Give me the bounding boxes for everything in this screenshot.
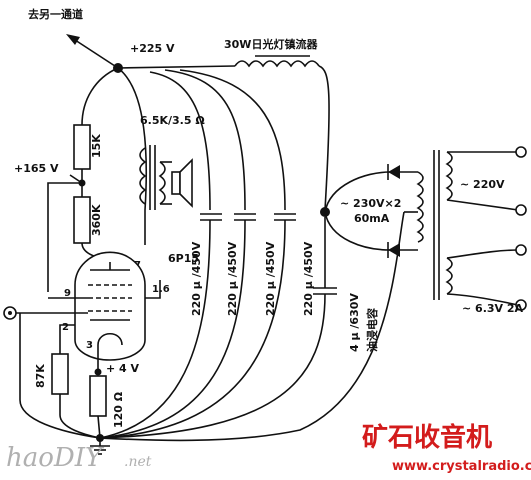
watermark-crystalradio-logo: 矿石收音机 [362, 422, 492, 453]
watermark-crystalradio: 矿石收音机 www.crystalradio.cn [362, 422, 531, 474]
label-tube: 6P15 [168, 252, 199, 265]
wire-diode-top [324, 171, 391, 213]
label-sec-hv: ~ 230V×2 [340, 197, 401, 210]
label-ballast: 30W日光灯镇流器 [224, 37, 318, 51]
label-mains: ~ 220V [460, 178, 505, 191]
ground-icon [90, 438, 110, 455]
wire-cap2-top [164, 69, 246, 211]
wire-mains-bottom [446, 199, 519, 211]
out-transformer-secondary [158, 161, 166, 205]
mains-terminal-b [515, 204, 527, 216]
heater-terminal-b [515, 299, 527, 311]
ballast-inductor [234, 60, 320, 68]
speaker-icon [171, 158, 193, 208]
wire-bplus-right [117, 67, 148, 245]
node-cathode [94, 368, 102, 376]
label-sec-current: 60mA [354, 212, 390, 225]
wire-ballast-right [318, 65, 330, 211]
label-pin-9: 9 [64, 288, 71, 299]
wire-165-left [47, 182, 82, 292]
wire-heater-top [446, 249, 519, 259]
pt-primary [445, 151, 453, 201]
filter-cap-1 [200, 213, 222, 221]
watermark-crystalradio-url: www.crystalradio.cn [392, 459, 531, 474]
tube-envelope [74, 251, 146, 361]
label-pin-3: 3 [86, 340, 93, 351]
label-plus-4v: + 4 V [106, 362, 140, 375]
wire-input-ground [19, 313, 101, 439]
label-b-plus-225: +225 V [130, 42, 175, 55]
label-b-plus-165: +165 V [14, 162, 59, 175]
label-cap-4: 220 μ /450V [190, 241, 203, 316]
wire-heater-bottom [446, 293, 519, 306]
wire-cap3-top [179, 69, 286, 211]
wire-pin16 [145, 280, 161, 299]
resistor-87k [51, 353, 69, 395]
wire-bplus-left [81, 67, 119, 126]
resistor-360k [73, 196, 91, 244]
wire-cap1-ground [99, 219, 211, 439]
filter-cap-3 [274, 213, 296, 221]
label-r-120: 120 Ω [112, 391, 125, 428]
label-cap-2: 220 μ /450V [264, 241, 277, 316]
filter-cap-2 [234, 213, 256, 221]
oil-cap [313, 287, 337, 295]
wire-cap2-ground [99, 219, 246, 439]
label-pin-1-6: 1.6 [152, 284, 170, 295]
label-other-channel: 去另一通道 [28, 7, 83, 21]
label-out-transformer: 6.5K/3.5 Ω [140, 114, 205, 127]
label-oil-cap-value: 4 μ /630V [348, 293, 361, 352]
input-jack-icon [3, 306, 17, 320]
label-oil-cap-type: 油浸电容 [365, 308, 379, 352]
wire-top [117, 65, 236, 69]
pt-hv-secondary [416, 171, 424, 243]
label-pin-2: 2 [62, 322, 69, 333]
label-cap-1: 220 μ /450V [226, 241, 239, 316]
heater-terminal-a [515, 244, 527, 256]
pt-heater-winding [445, 257, 453, 295]
label-r-360k: 360K [90, 204, 103, 236]
wire-oilcap-ground [99, 293, 326, 439]
out-transformer-primary [139, 147, 147, 205]
label-r-87k: 87K [34, 364, 47, 388]
wire-grid [59, 324, 75, 354]
wire-cap3-ground [99, 219, 286, 439]
other-channel-arrow [66, 34, 119, 69]
resistor-15k [73, 124, 91, 170]
wire-diode-bottom [324, 211, 391, 251]
label-cap-3: 220 μ /450V [302, 241, 315, 316]
wire-87k-ground [59, 394, 101, 439]
wire-cap1-top [149, 71, 211, 211]
wire-ct-ground [99, 211, 405, 442]
diode-bottom [387, 242, 418, 258]
watermark-haodiy-text: haoDIY [6, 443, 105, 473]
watermark-haodiy: haoDIY .net [6, 443, 152, 473]
label-heater: ~ 6.3V 2A [462, 302, 524, 315]
mains-terminal-a [515, 146, 527, 158]
watermark-haodiy-suffix: .net [124, 454, 152, 470]
resistor-120 [89, 375, 107, 417]
diode-top [387, 164, 418, 180]
label-r-15k: 15K [90, 134, 103, 158]
